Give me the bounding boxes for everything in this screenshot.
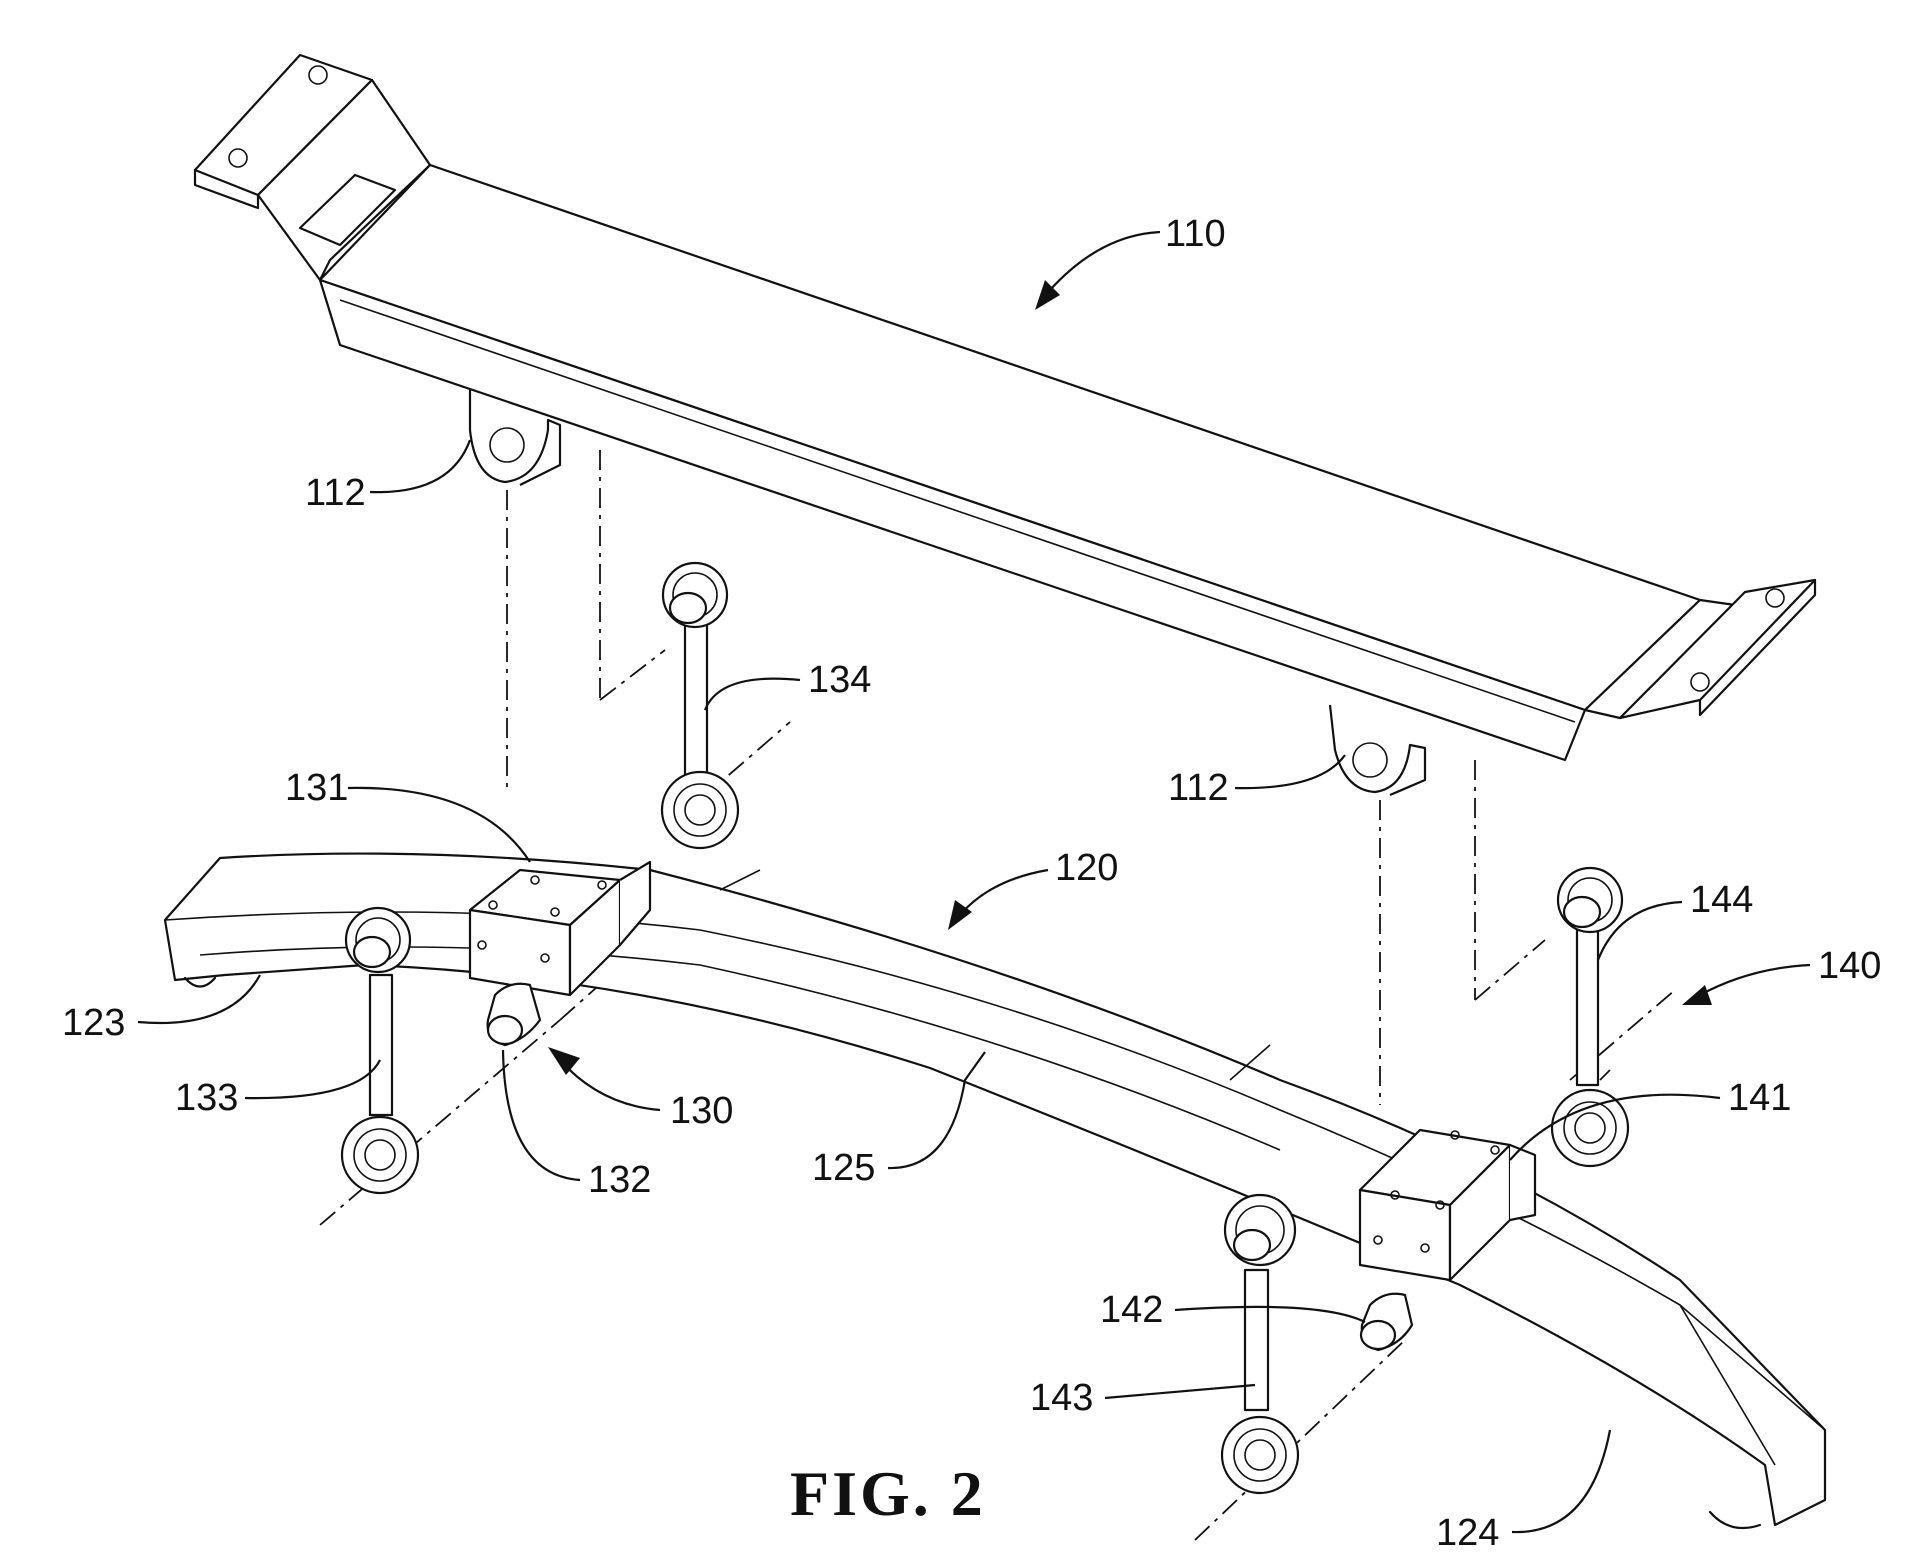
label-140: 140 (1818, 945, 1881, 987)
label-123: 123 (62, 1002, 125, 1044)
figure-title: FIG. 2 (790, 1458, 986, 1529)
assembly-centerlines (319, 450, 1676, 1541)
shackle-assembly-140 (1220, 866, 1630, 1495)
label-112-left: 112 (305, 472, 366, 514)
label-124: 124 (1436, 1512, 1499, 1554)
label-130: 130 (670, 1090, 733, 1132)
label-134: 134 (808, 659, 871, 701)
label-110: 110 (1165, 213, 1226, 255)
label-131: 131 (285, 767, 348, 809)
label-125: 125 (812, 1147, 875, 1189)
leader-lines (137, 230, 1811, 1534)
label-144: 144 (1690, 879, 1753, 921)
label-133: 133 (175, 1077, 238, 1119)
label-142: 142 (1100, 1289, 1163, 1331)
frame-crossmember-110 (193, 53, 1817, 797)
reference-labels: 110 112 112 120 123 124 125 130 131 132 … (62, 213, 1881, 1554)
shackle-assembly-130 (340, 561, 740, 1195)
label-112-right: 112 (1168, 767, 1229, 809)
label-143: 143 (1030, 1377, 1093, 1419)
label-132: 132 (588, 1159, 651, 1201)
label-120: 120 (1055, 847, 1118, 889)
label-141: 141 (1728, 1077, 1791, 1119)
